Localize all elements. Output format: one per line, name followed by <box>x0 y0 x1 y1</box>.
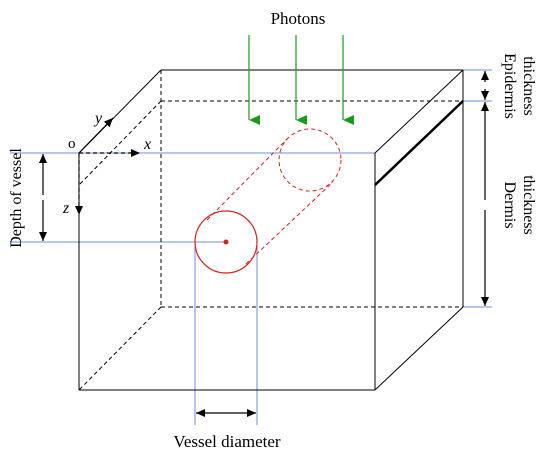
epidermis-boundary-right <box>374 100 464 186</box>
box-bottom-right-edge <box>374 306 464 391</box>
photons-label: Photons <box>271 9 326 28</box>
box-bottom-left-edge <box>78 306 162 391</box>
vessel-back-cross-section <box>278 128 342 192</box>
epidermis-label-line2: thickness <box>520 56 537 116</box>
vessel-upper-wall <box>206 137 289 221</box>
epidermis-label-line1: Epidermis <box>501 53 518 119</box>
vessel-diameter-label: Vessel diameter <box>173 432 280 451</box>
dermis-thickness-label: Dermis thickness <box>501 175 537 235</box>
tissue-box-hidden-edges <box>78 70 463 391</box>
epidermis-thickness-label: Epidermis thickness <box>501 53 537 119</box>
dermis-label-line1: Dermis <box>501 181 518 228</box>
photon-arrows <box>248 35 354 125</box>
dimension-arrows <box>39 71 489 417</box>
z-axis-label: z <box>62 200 70 217</box>
x-axis-label: x <box>143 136 151 153</box>
coordinate-axes <box>75 117 140 215</box>
y-axis-label: y <box>93 110 103 127</box>
vessel-lower-wall <box>245 181 334 265</box>
vessel-front-cross-section <box>194 210 258 274</box>
depth-of-vessel-label: Depth of vessel <box>8 148 25 248</box>
blood-vessel <box>194 128 342 274</box>
y-axis-arrow <box>78 117 114 154</box>
tissue-box <box>78 69 464 391</box>
box-top-right-edge <box>374 69 464 154</box>
epidermis-boundary-left <box>78 100 162 186</box>
origin-label: o <box>68 136 76 152</box>
guide-lines <box>10 69 492 425</box>
dermis-label-line2: thickness <box>520 175 537 235</box>
vessel-center-point <box>223 239 229 245</box>
